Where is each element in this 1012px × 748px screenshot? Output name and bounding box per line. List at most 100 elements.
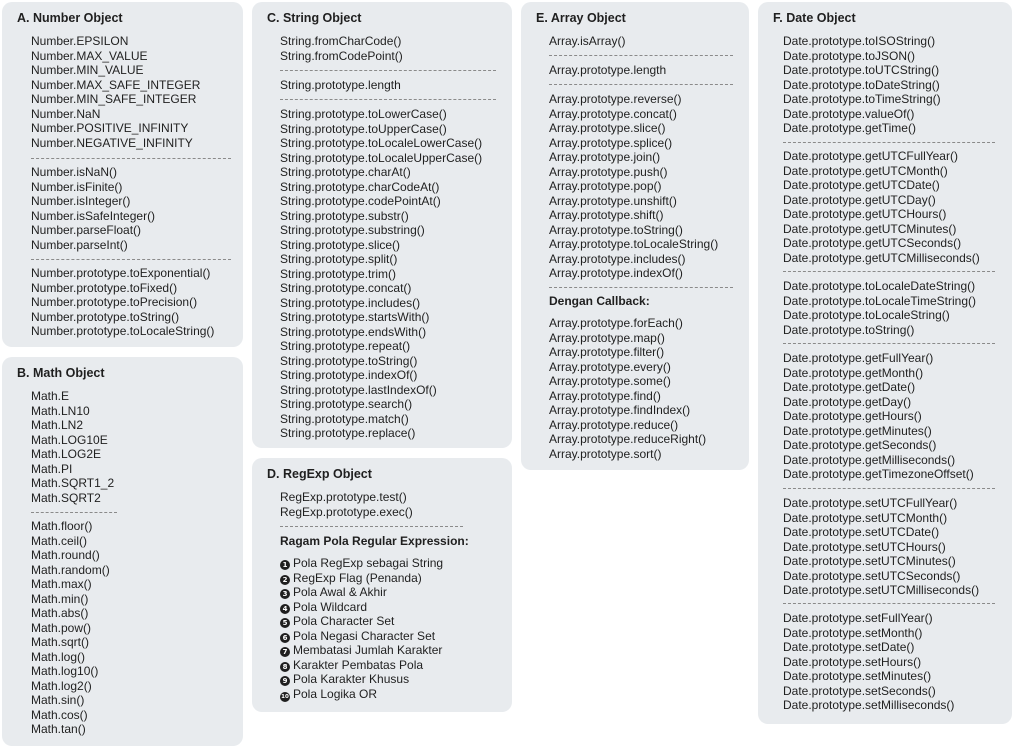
list-item: Number.MAX_VALUE [31, 48, 148, 63]
list-item-label: Pola Logika OR [293, 686, 378, 701]
list-item: Array.prototype.splice() [549, 135, 673, 150]
list-item: Math.random() [31, 562, 110, 577]
separator [783, 488, 995, 489]
list-item: String.prototype.toString() [280, 353, 418, 368]
separator [549, 287, 733, 288]
list-item: Array.prototype.pop() [549, 179, 662, 193]
list-item: Date.prototype.getUTCDay() [783, 192, 936, 207]
regexp-patterns-heading: Ragam Pola Regular Expression: [280, 534, 469, 548]
list-item: Math.round() [31, 548, 100, 562]
list-item-label: Pola Wildcard [293, 599, 368, 614]
list-item: Number.NEGATIVE_INFINITY [31, 135, 193, 150]
separator [783, 271, 995, 272]
list-item: String.prototype.repeat() [280, 339, 411, 353]
list-item: Math.SQRT2 [31, 490, 101, 505]
date-convert-list: Date.prototype.toISOString()Date.prototy… [783, 34, 941, 136]
list-item: Number.isSafeInteger() [31, 208, 156, 223]
date-get-list: Date.prototype.getFullYear()Date.prototy… [783, 351, 974, 482]
separator [31, 158, 231, 159]
list-item: Math.log10() [31, 664, 99, 678]
list-item: Array.isArray() [549, 34, 626, 48]
separator [31, 512, 117, 513]
date-utc-set-list: Date.prototype.setUTCFullYear() Date.prot… [783, 496, 979, 598]
list-item: Math.cos() [31, 707, 88, 722]
number-badge: 5 [280, 618, 290, 628]
list-item: Date.prototype.getUTCDate() [783, 178, 940, 192]
list-item: Math.floor() [31, 519, 93, 533]
list-item: String.prototype.match() [280, 411, 409, 426]
list-item: Number.prototype.toPrecision() [31, 295, 198, 309]
list-item: Date.prototype.setUTCHours() [783, 539, 946, 554]
regexp-object-card: D. RegExp Object RegExp.prototype.test()… [252, 458, 512, 712]
list-item: Number.NaN [31, 106, 101, 121]
number-badge: 4 [280, 603, 290, 614]
number-badge: 8 [280, 661, 290, 672]
list-item: Array.prototype.join() [549, 150, 661, 164]
list-item: String.prototype.substring() [280, 223, 425, 237]
card-title: D. RegExp Object [267, 467, 372, 481]
list-item: Math.LOG10E [31, 432, 108, 447]
list-item: Date.prototype.getSeconds() [783, 438, 937, 452]
list-item: Date.prototype.getFullYear() [783, 351, 934, 365]
list-item: Date.prototype.setDate() [783, 640, 915, 654]
list-item: Date.prototype.getUTCHours() [783, 207, 947, 221]
list-item: Array.prototype.includes() [549, 251, 686, 266]
separator [783, 603, 995, 604]
list-item: Array.prototype.reverse() [549, 92, 682, 106]
list-item: Date.prototype.setMinutes() [783, 669, 932, 683]
list-item: Math.max() [31, 577, 92, 591]
list-item: Number.MIN_SAFE_INTEGER [31, 92, 197, 106]
list-item: Array.prototype.every() [549, 359, 671, 374]
list-item: Math.min() [31, 591, 89, 606]
list-item: Array.prototype.unshift() [549, 193, 677, 208]
list-item: Date.prototype.getUTCSeconds() [783, 236, 962, 250]
array-callback-heading: Dengan Callback: [549, 294, 650, 308]
list-item: String.prototype.charCodeAt() [280, 179, 440, 194]
list-item: Array.prototype.findIndex() [549, 403, 691, 417]
list-item: Date.prototype.getMonth() [783, 365, 924, 380]
list-item: Date.prototype.getMinutes() [783, 423, 932, 438]
list-item: Array.prototype.reduceRight() [549, 432, 707, 446]
list-item: Date.prototype.setUTCFullYear() [783, 496, 958, 510]
list-item: String.prototype.length [280, 78, 401, 92]
number-badge: 6 [280, 632, 290, 643]
date-set-list: Date.prototype.setFullYear() Date.prototy… [783, 611, 954, 713]
array-callbacks-list: Array.prototype.forEach()Array.prototype… [549, 316, 706, 461]
list-item: Date.prototype.setMilliseconds() [783, 698, 955, 712]
list-item: Date.prototype.getUTCMonth() [783, 163, 948, 178]
date-locale-list: Date.prototype.toLocaleDateString() Date.… [783, 279, 976, 337]
list-item-label: Pola Karakter Khusus [293, 672, 410, 686]
separator [280, 99, 496, 100]
number-badge: 10 [280, 691, 290, 702]
card-title: E. Array Object [536, 11, 626, 25]
list-item: String.prototype.split() [280, 252, 398, 266]
list-item: Math.sqrt() [31, 635, 90, 649]
list-item: Array.prototype.find() [549, 388, 661, 403]
list-item: Date.prototype.toLocaleDateString() [783, 279, 976, 293]
list-item: Date.prototype.setFullYear() [783, 611, 933, 625]
list-item: Array.prototype.shift() [549, 208, 664, 222]
list-item: Array.prototype.filter() [549, 345, 665, 359]
list-item: String.fromCharCode() [280, 34, 402, 48]
string-object-card: C. String Object String.fromCharCode()St… [252, 2, 512, 448]
list-item: String.prototype.toLowerCase() [280, 107, 447, 121]
list-item: Math.abs() [31, 606, 89, 620]
string-methods-list: String.prototype.toLowerCase() String.pro… [280, 107, 482, 441]
date-utc-get-list: Date.prototype.getUTCFullYear()Date.prot… [783, 149, 980, 265]
list-item: Date.prototype.setUTCDate() [783, 525, 940, 539]
list-item: Number.isInteger() [31, 194, 131, 208]
list-item: Math.SQRT1_2 [31, 476, 115, 490]
list-item: Math.LN10 [31, 403, 90, 418]
list-item: Math.PI [31, 461, 73, 476]
list-item: Date.prototype.toString() [783, 322, 915, 337]
list-item: Array.prototype.indexOf() [549, 266, 683, 280]
list-item: String.prototype.substr() [280, 208, 409, 223]
list-item-label: Pola Awal & Akhir [293, 585, 387, 599]
